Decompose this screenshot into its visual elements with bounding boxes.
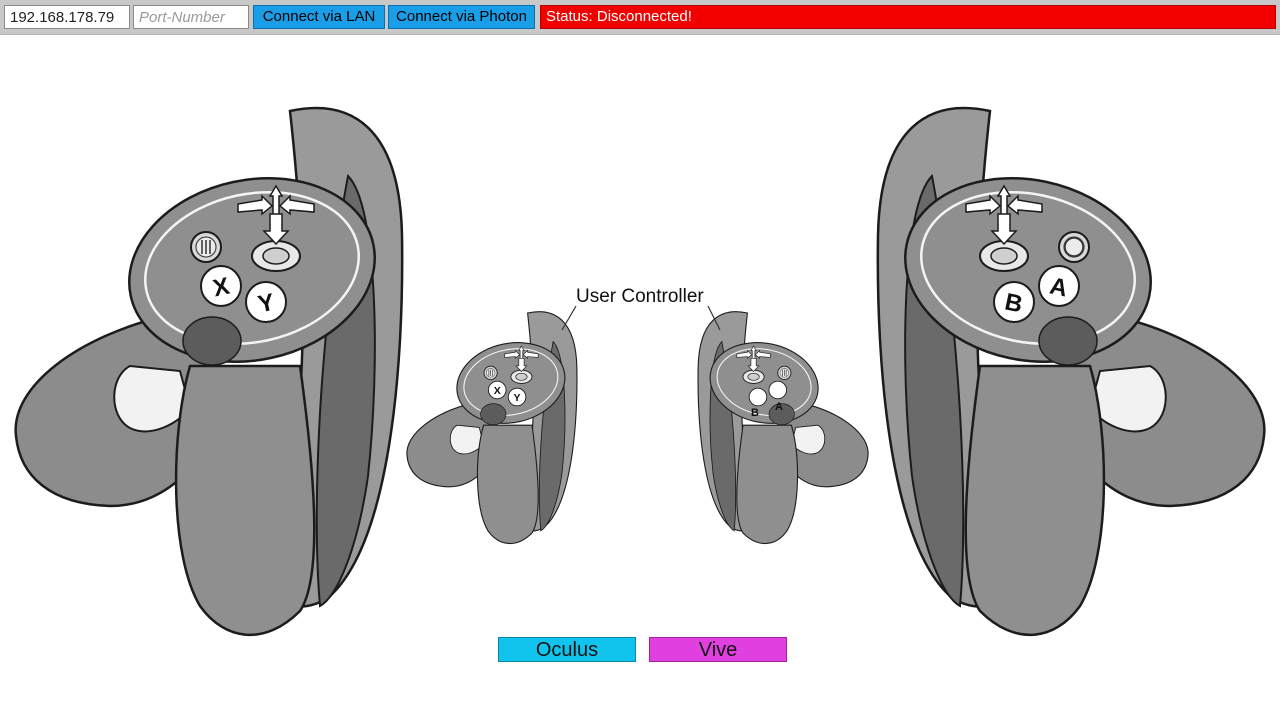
vive-button[interactable]: Vive bbox=[649, 637, 787, 662]
caption-leader-right bbox=[707, 305, 721, 331]
right-controller-large bbox=[876, 106, 1266, 637]
connect-lan-button[interactable]: Connect via LAN bbox=[253, 5, 385, 29]
port-number-input[interactable] bbox=[133, 5, 249, 29]
left-controller-small: X Y bbox=[406, 311, 578, 545]
small-x-button-label: X bbox=[494, 385, 501, 397]
oculus-button[interactable]: Oculus bbox=[498, 637, 636, 662]
x-button-label: X bbox=[211, 273, 232, 303]
b-button-label: B bbox=[1002, 288, 1025, 318]
connect-photon-button[interactable]: Connect via Photon bbox=[388, 5, 535, 29]
a-button-label: A bbox=[1047, 272, 1070, 302]
status-bar: Status: Disconnected! bbox=[540, 5, 1276, 29]
user-controller-caption: User Controller bbox=[576, 286, 704, 307]
oculus-icon bbox=[1064, 237, 1084, 257]
y-button-label: Y bbox=[256, 289, 277, 319]
small-a-button-label: A bbox=[775, 401, 783, 413]
small-y-button-label: Y bbox=[514, 392, 521, 404]
caption-leader-left bbox=[561, 305, 577, 331]
controllers-illustration: X Y A B X Y A B bbox=[14, 106, 1266, 637]
right-controller-small bbox=[697, 311, 869, 545]
connection-toolbar: Connect via LAN Connect via Photon Statu… bbox=[0, 0, 1280, 35]
ip-address-input[interactable] bbox=[4, 5, 130, 29]
left-controller-large: X Y bbox=[14, 106, 404, 637]
small-b-button-label: B bbox=[751, 407, 759, 419]
